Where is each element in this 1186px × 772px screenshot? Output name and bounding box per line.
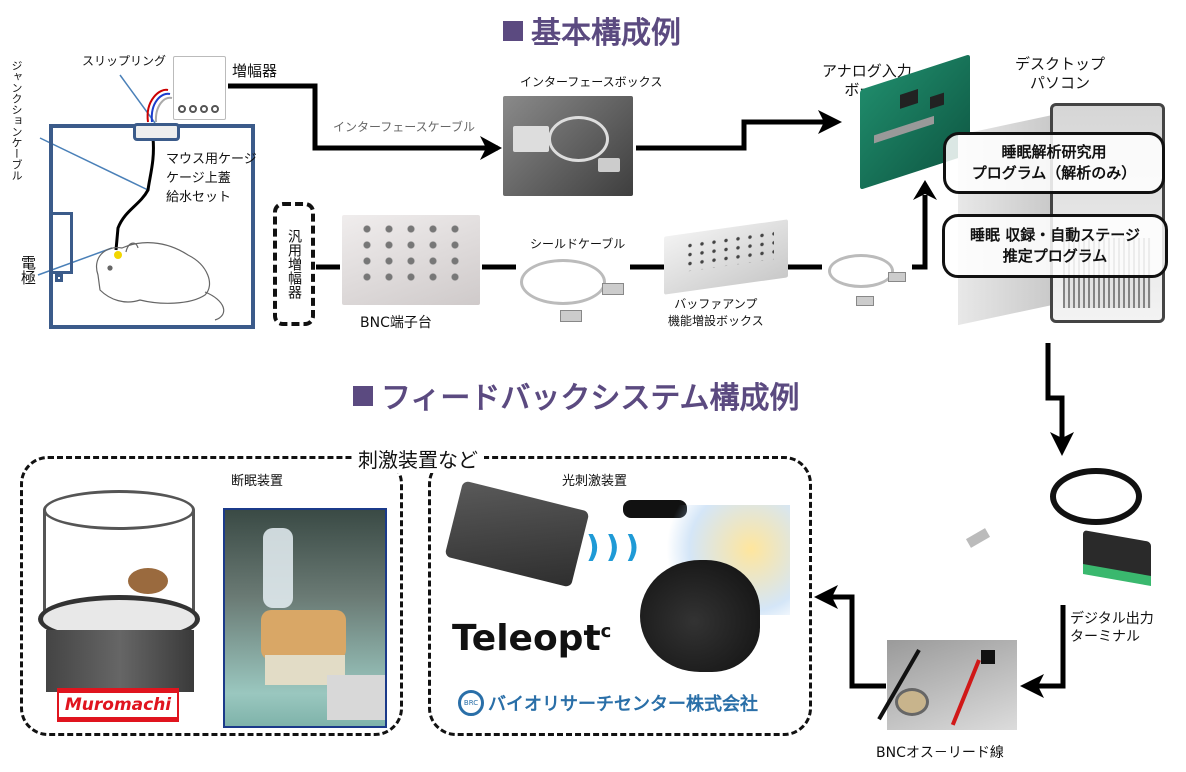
amplifier-label: 増幅器 <box>232 62 278 80</box>
shield-cable-photo <box>520 255 625 330</box>
feedback-setup-title: フィードバックシステム構成例 <box>353 373 800 417</box>
slip-ring-wire-grey <box>154 96 173 123</box>
analysis-program-box: 睡眠解析研究用 プログラム（解析のみ） <box>943 132 1165 194</box>
sleep-deprivation-label: 断眠装置 <box>231 474 284 489</box>
digital-output-terminal-photo <box>955 458 1165 606</box>
cage-label: マウス用ケージ ケージ上蓋 給水セット <box>166 152 257 205</box>
down-arrow-head <box>1050 432 1074 456</box>
desktop-pc-label: デスクトップ パソコン <box>1015 55 1106 92</box>
buffer-amp-label: バッファアンプ 機能増設ボックス <box>668 297 764 328</box>
board-arrow-head <box>818 110 842 134</box>
left-arrow-head-2 <box>814 585 838 609</box>
bnc-terminal-label: BNC端子台 <box>360 315 432 331</box>
amplifier-knob-icon <box>178 105 186 113</box>
junction-pointer <box>39 137 149 191</box>
optical-stimulation-group <box>428 456 812 736</box>
recording-program-box: 睡眠 収録・自動ステージ 推定プログラム <box>942 214 1168 278</box>
amplifier-knob-icon <box>200 105 208 113</box>
bnc-lead-photo <box>877 640 1017 730</box>
brc-mark-icon: BRC <box>458 690 484 716</box>
cage-water-holder <box>51 212 73 274</box>
black-mouse-photo <box>640 560 760 672</box>
sleep-deprivation-drawing <box>38 490 203 692</box>
slip-ring-wire-blue <box>150 92 171 123</box>
teleopt-logo: Teleoptc <box>452 618 612 659</box>
junction-cable-label: ジャンクションケーブル <box>10 60 23 181</box>
box-to-board-line <box>636 119 832 151</box>
shield-cable-label: シールドケーブル <box>530 237 626 251</box>
interface-arrow-head <box>480 136 502 160</box>
pc-to-dio-line <box>1045 343 1065 440</box>
general-amplifier-label: 汎用増幅器 <box>286 229 302 299</box>
bnc-terminal-photo <box>342 215 480 305</box>
basic-setup-title: 基本構成例 <box>503 8 681 52</box>
bnc-lead-label: BNCオス－リード線 <box>876 745 1004 761</box>
slip-ring-wire-red <box>146 88 169 123</box>
amplifier-knob-icon <box>211 105 219 113</box>
digital-output-label: デジタル出力 ターミナル <box>1070 611 1154 645</box>
board-cable-photo <box>826 250 911 312</box>
left-arrow-head-1 <box>1020 674 1044 698</box>
slip-ring-label: スリップリング <box>82 54 167 68</box>
slip-ring-pointer <box>119 74 156 124</box>
dio-to-bnc-line <box>1030 605 1066 689</box>
electrode-label: 電極 <box>19 255 37 285</box>
general-amplifier-box: 汎用増幅器 <box>273 202 315 326</box>
optical-stimulation-label: 光刺激装置 <box>562 474 628 489</box>
cable-to-board-line <box>912 195 928 270</box>
amplifier-knob-icon <box>189 105 197 113</box>
recording-wire <box>114 137 155 251</box>
interface-box-photo <box>503 96 633 196</box>
muromachi-logo: Muromachi <box>57 688 179 722</box>
bio-research-logo: BRC バイオリサーチセンター株式会社 <box>458 690 758 716</box>
bnc-to-stim-line <box>825 594 886 689</box>
cage-water-tab <box>55 274 63 282</box>
desktop-pc-photo <box>958 95 1168 326</box>
title-bullet-icon <box>353 386 373 406</box>
up-arrow-head <box>913 180 937 200</box>
interface-cable-line <box>228 83 498 151</box>
stimulus-devices-label: 刺激装置など <box>352 444 484 473</box>
interface-box-label: インターフェースボックス <box>520 75 663 89</box>
title-bullet-icon <box>503 21 523 41</box>
wireless-signal-icon: ))) <box>586 530 646 565</box>
amplifier-device <box>173 56 226 120</box>
slip-ring-device <box>133 123 180 141</box>
sleep-deprivation-group <box>20 456 403 736</box>
interface-cable-label: インターフェースケーブル <box>333 120 475 134</box>
sleep-deprivation-photo <box>223 508 387 728</box>
